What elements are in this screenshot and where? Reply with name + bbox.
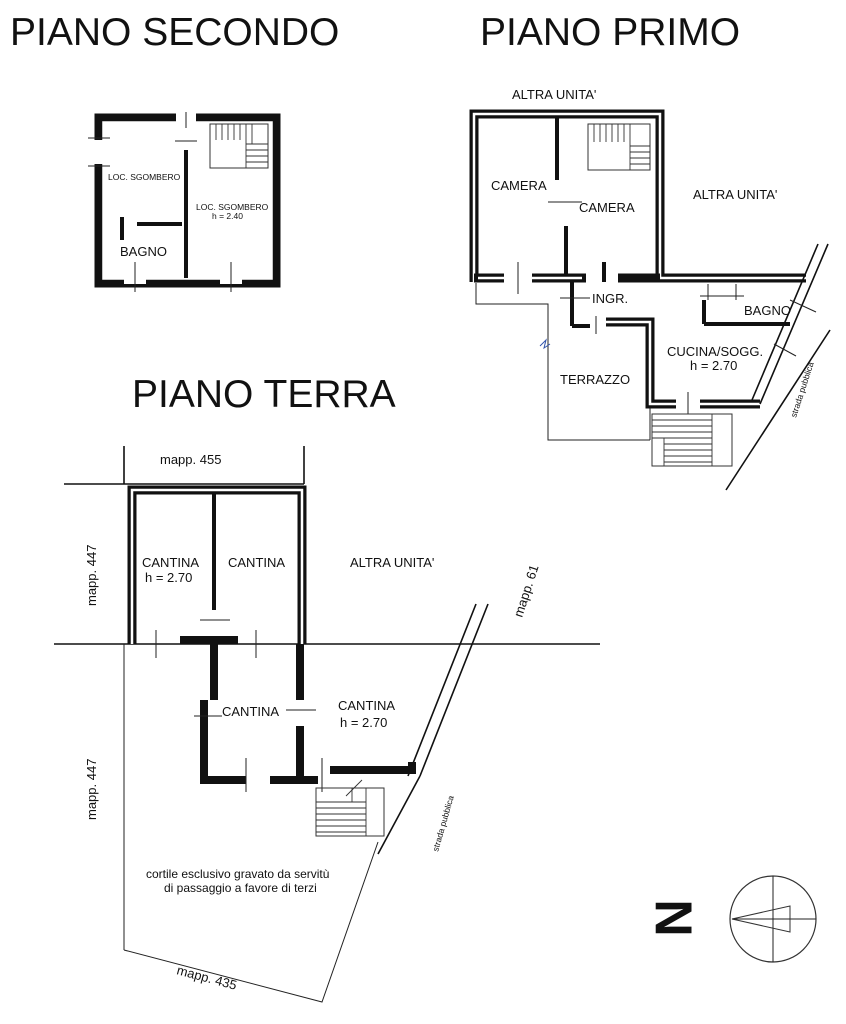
second-loc-sgombero-right: LOC. SGOMBERO [196, 202, 269, 212]
first-camera-left: CAMERA [491, 178, 547, 193]
first-bagno-label: BAGNO [744, 303, 791, 318]
north-compass: N [646, 875, 817, 963]
first-floor-stair-bottom [651, 413, 733, 467]
ground-mapp-455: mapp. 455 [160, 452, 221, 467]
first-cucina-height: h = 2.70 [690, 358, 737, 373]
first-camera-right: CAMERA [579, 200, 635, 215]
ground-cantina-2: CANTINA [228, 555, 285, 570]
second-loc-sgombero-left: LOC. SGOMBERO [108, 172, 181, 182]
title-piano-terra: PIANO TERRA [132, 373, 396, 416]
first-cucina-label: CUCINA/SOGG. [667, 344, 763, 359]
first-floor-plan: ALTRA UNITA' ALTRA UNITA' CAMERA CAMERA … [469, 87, 831, 491]
ground-mapp-447-lower: mapp. 447 [84, 759, 99, 820]
first-altra-unita-top: ALTRA UNITA' [512, 87, 596, 102]
ground-cortile-note-line1: cortile esclusivo gravato da servitù [146, 867, 329, 881]
title-piano-secondo: PIANO SECONDO [10, 11, 339, 54]
ground-cantina-3: CANTINA [222, 704, 279, 719]
ground-floor-stair [315, 779, 385, 837]
second-floor-plan: LOC. SGOMBERO LOC. SGOMBERO h = 2.40 BAG… [88, 112, 281, 292]
ground-altra-unita: ALTRA UNITA' [350, 555, 434, 570]
first-terrazzo-label: TERRAZZO [560, 372, 630, 387]
second-bagno-label: BAGNO [120, 244, 167, 259]
first-strada-pubblica: strada pubblica [788, 360, 815, 418]
ground-cantina-4-height: h = 2.70 [340, 715, 387, 730]
north-letter: N [646, 899, 704, 937]
ground-cantina-1-height: h = 2.70 [145, 570, 192, 585]
second-floor-stair [209, 123, 269, 169]
ground-cantina-4: CANTINA [338, 698, 395, 713]
second-loc-sgombero-height: h = 2.40 [212, 211, 243, 221]
ground-strada-pubblica: strada pubblica [430, 794, 456, 852]
first-ingr-label: INGR. [592, 291, 628, 306]
first-floor-stair-top [587, 123, 651, 171]
ground-cantina-1: CANTINA [142, 555, 199, 570]
ground-mapp-447-upper: mapp. 447 [84, 545, 99, 606]
ground-mapp-435: mapp. 435 [175, 962, 238, 992]
title-piano-primo: PIANO PRIMO [480, 11, 740, 54]
first-altra-unita-right: ALTRA UNITA' [693, 187, 777, 202]
ground-mapp-61: mapp. 61 [511, 563, 542, 619]
pencil-mark [539, 338, 551, 350]
ground-floor-plan: mapp. 455 mapp. 447 mapp. 447 mapp. 61 m… [54, 446, 600, 1003]
ground-cortile-note-line2: di passaggio a favore di terzi [164, 881, 317, 895]
